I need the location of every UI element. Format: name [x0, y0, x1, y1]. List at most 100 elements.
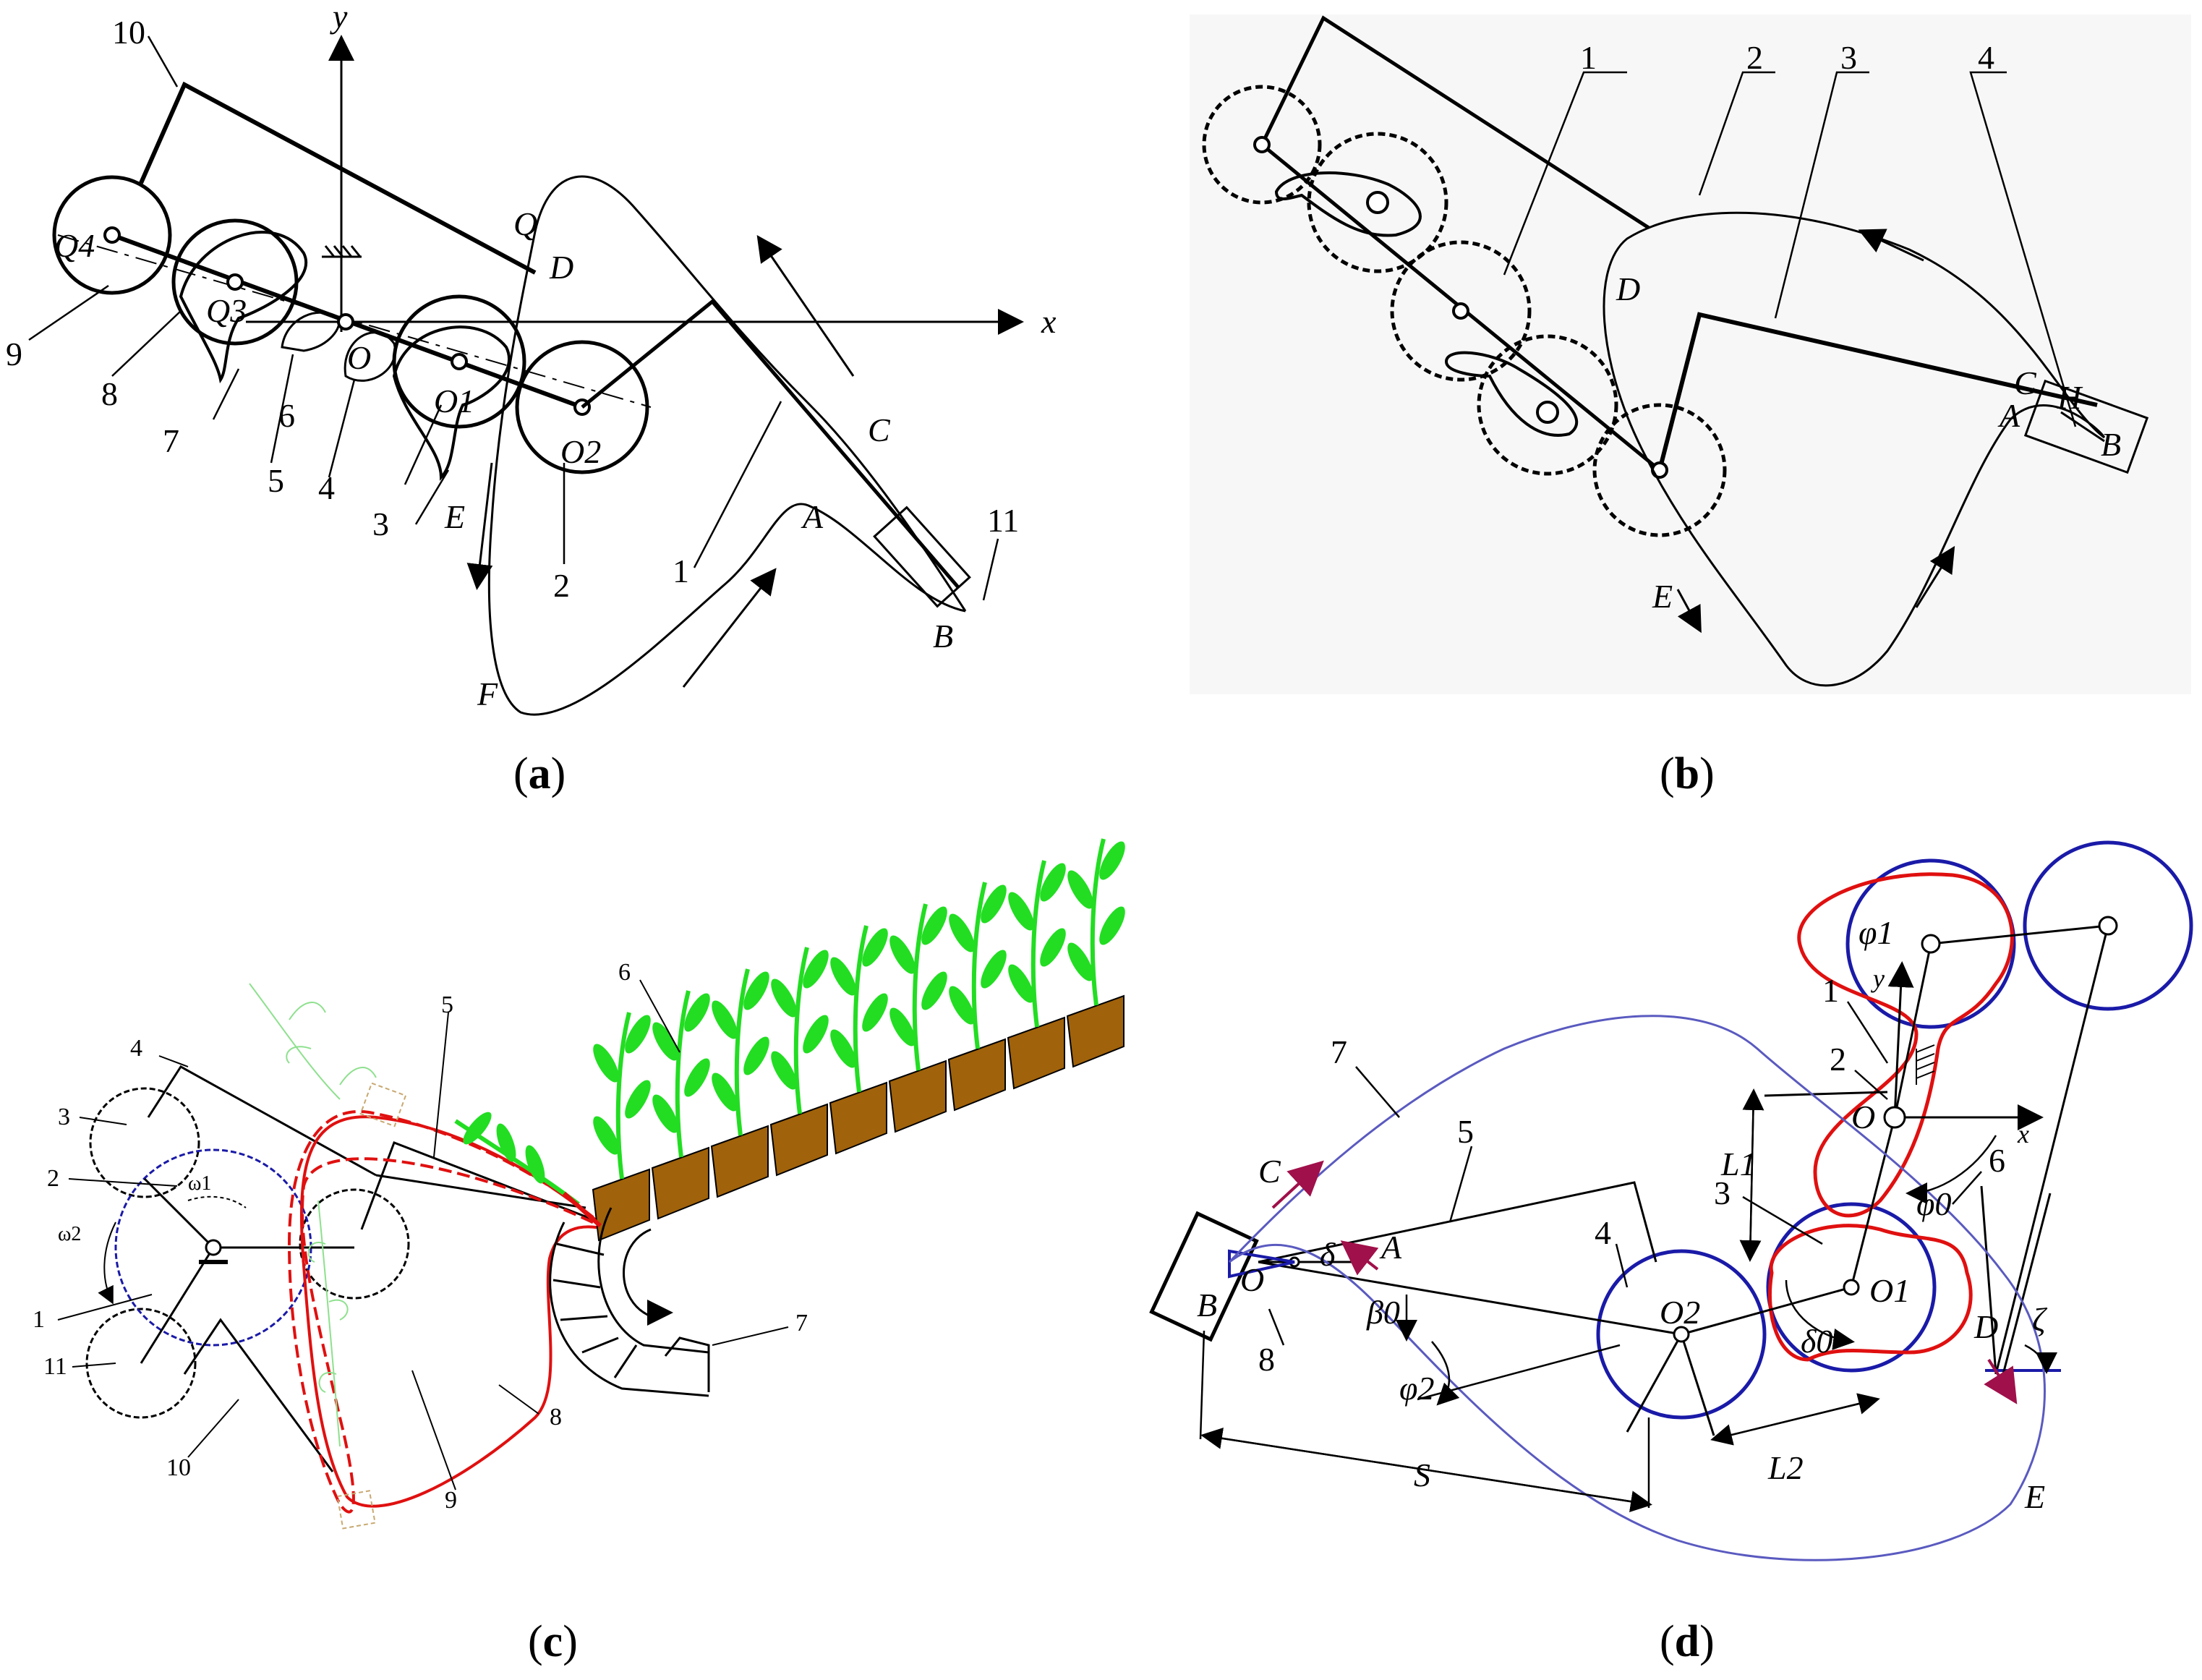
label-c-6: 6: [618, 959, 631, 986]
label-11: 11: [987, 502, 1019, 539]
trajectory-d: [1228, 1015, 2046, 1561]
seedling: [830, 925, 888, 1093]
label-d-phi2: φ2: [1399, 1370, 1434, 1407]
seedling: [712, 968, 769, 1136]
label-Q: Q: [513, 205, 537, 242]
label-d-delta: δ: [1320, 1236, 1336, 1273]
gear-d-top1: [1845, 858, 2016, 1029]
soil-cup: [1066, 994, 1125, 1068]
label-D: D: [549, 249, 573, 286]
label-6: 6: [278, 397, 295, 434]
label-d-S: S: [1414, 1457, 1430, 1493]
label-c-10: 10: [166, 1454, 191, 1481]
label-d-O1: O1: [1869, 1272, 1910, 1309]
panel-c: 4 3 2 1 11 5 6 7 8 9 10 ω1 ω2 (c): [33, 838, 1125, 1666]
cam-3: [392, 325, 511, 481]
label-1: 1: [673, 553, 689, 589]
label-5: 5: [268, 462, 284, 499]
label-d-C: C: [1258, 1153, 1281, 1190]
label-d-4: 4: [1595, 1214, 1611, 1251]
label-c-1: 1: [33, 1306, 45, 1333]
seedling-holder-b: [2023, 379, 2149, 474]
label-c-8: 8: [550, 1404, 562, 1430]
soil-cup: [710, 1125, 769, 1198]
label-A: A: [801, 498, 824, 535]
trajectory-b: [1603, 211, 2106, 687]
gear-4: [392, 294, 526, 429]
seedling: [889, 903, 947, 1071]
cam-5: [343, 331, 396, 382]
label-omega2: ω2: [58, 1223, 81, 1245]
label-8: 8: [101, 375, 118, 412]
soil-cup: [829, 1081, 887, 1155]
seedling-being-picked: [454, 1112, 580, 1206]
label-d-O-center: O: [1851, 1099, 1875, 1135]
label-7: 7: [163, 422, 179, 459]
label-d-O2: O2: [1660, 1294, 1700, 1331]
label-b-A: A: [1997, 397, 2020, 434]
label-c-2: 2: [47, 1165, 59, 1192]
seedling: [1067, 838, 1125, 1006]
ghost-plant: [249, 983, 377, 1447]
cam-b1: [1274, 171, 1422, 237]
gear-b5: [1592, 403, 1727, 537]
label-b-1: 1: [1580, 39, 1597, 76]
label-d-phi0: φ0: [1916, 1185, 1951, 1222]
label-O2: O2: [560, 433, 601, 470]
label-c-11: 11: [43, 1353, 67, 1380]
soil-cup: [1007, 1016, 1065, 1090]
frame-b: [1260, 15, 1650, 230]
label-9: 9: [6, 336, 22, 372]
trajectory-c-solid: [299, 1115, 609, 1508]
gear-b1: [1202, 85, 1322, 205]
label-d-L1: L1: [1720, 1146, 1757, 1182]
label-d-7: 7: [1331, 1033, 1347, 1070]
label-d-A: A: [1379, 1229, 1402, 1266]
label-Q3: Q3: [206, 292, 247, 329]
gear-b2: [1307, 132, 1448, 273]
gear-b3: [1390, 240, 1532, 382]
label-b-E: E: [1652, 578, 1673, 615]
cam-6: [281, 311, 341, 352]
label-B: B: [933, 618, 953, 654]
gear-d4: [1596, 1249, 1767, 1420]
label-d-y: y: [1871, 964, 1885, 993]
frame-10: [139, 81, 537, 275]
label-b-4: 4: [1978, 39, 1994, 76]
label-E: E: [444, 498, 465, 535]
gear-c11: [85, 1308, 197, 1419]
label-d-L2: L2: [1767, 1449, 1804, 1486]
soil-belt: [592, 994, 1125, 1242]
soil-cup: [592, 1168, 650, 1242]
soil-cup: [651, 1146, 709, 1220]
gear-b4: [1477, 334, 1618, 476]
panel-b: 1 2 3 4 D C A H B E (b): [1190, 14, 2191, 798]
planting-arm-3: [1657, 312, 2098, 471]
label-C: C: [868, 412, 891, 448]
label-c-4: 4: [130, 1035, 142, 1062]
label-d-5: 5: [1457, 1113, 1474, 1150]
label-Q4: Q4: [54, 227, 95, 264]
caption-d: (d): [1660, 1617, 1715, 1666]
green-seedlings: [454, 838, 1125, 1228]
gear-d-top2: [2023, 840, 2193, 1011]
gear-9: [52, 175, 172, 295]
caption-c: (c): [528, 1617, 578, 1666]
gear-c9: [299, 1188, 410, 1300]
label-b-3: 3: [1840, 39, 1857, 76]
seedling: [1008, 860, 1066, 1028]
soil-cup: [888, 1059, 947, 1133]
seedling: [949, 882, 1007, 1049]
ground-hatch: [322, 245, 362, 258]
trajectory-c-dashed: [287, 1109, 609, 1514]
seedling: [652, 990, 710, 1158]
label-b-C: C: [2014, 364, 2037, 401]
soil-cup: [769, 1103, 828, 1177]
gear-2: [515, 340, 649, 474]
label-10: 10: [112, 14, 145, 51]
seedling: [593, 1012, 651, 1180]
cam-7: [179, 231, 307, 384]
panel-a: 10 9 8 7 6 5 4 3 2 1 11 Q D Q4 Q3 O O1 O…: [6, 0, 1057, 798]
label-c-5: 5: [441, 992, 453, 1018]
